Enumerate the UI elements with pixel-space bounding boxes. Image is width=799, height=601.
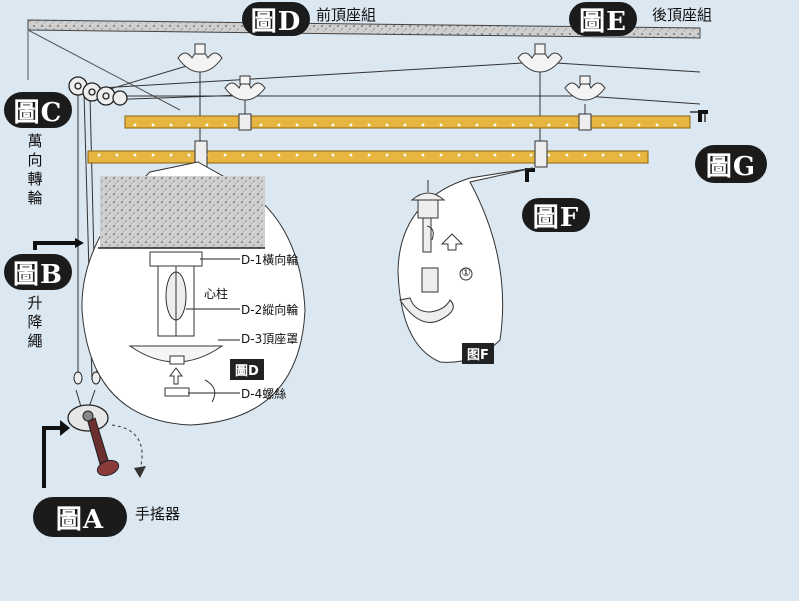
front-rod [87, 150, 649, 164]
detail-f-hook [399, 180, 473, 323]
pointer-arrows [33, 110, 708, 488]
rear-rod [124, 115, 691, 129]
detail-d-mechanism [128, 251, 224, 403]
fig-c-caption: 萬向轉輪 [27, 132, 43, 207]
fig-b-tag: 圖B [4, 254, 72, 290]
fig-f-tag: 圖F [522, 198, 590, 233]
fig-a-caption: 手搖器 [135, 505, 181, 523]
label-d2: D-2縱向輪 [241, 303, 299, 317]
detail-f-step: ① [461, 266, 471, 279]
arrow-head-a [60, 420, 70, 436]
fig-e-tag: 圖E [569, 2, 637, 37]
label-d3: D-3頂座罩 [241, 332, 299, 346]
mount-front-right [517, 43, 563, 73]
fig-a-tag: 圖A [33, 497, 127, 537]
pulley-c [68, 76, 128, 106]
rod-clamps [194, 113, 592, 168]
ceiling-slab [27, 19, 701, 39]
fig-b-caption: 升降繩 [27, 294, 43, 350]
label-d4: D-4螺絲 [241, 387, 287, 401]
detail-d-tag: 圖D [230, 359, 264, 380]
ceiling-perspective [27, 29, 181, 111]
rope-hooks [73, 371, 101, 385]
fig-c-tag: 圖C [4, 92, 72, 128]
label-d1: D-1橫向輪 [241, 253, 299, 267]
mount-rear-right [564, 75, 606, 101]
detail-f-tag: 图F [462, 343, 494, 364]
detail-d-leaders [186, 258, 240, 394]
mount-front-left [177, 43, 223, 73]
fig-g-tag: 圖G [695, 145, 767, 183]
detail-d-ceiling [100, 176, 265, 248]
fig-d-tag: 圖D [242, 2, 310, 37]
ropes [75, 61, 701, 411]
arrow-head-b [75, 238, 84, 248]
label-center-post: 心柱 [204, 287, 229, 301]
mount-rear-left [224, 75, 266, 101]
fig-d-caption: 前頂座組 [316, 6, 377, 24]
hand-crank [67, 404, 146, 478]
fig-e-caption: 後頂座組 [652, 6, 713, 24]
